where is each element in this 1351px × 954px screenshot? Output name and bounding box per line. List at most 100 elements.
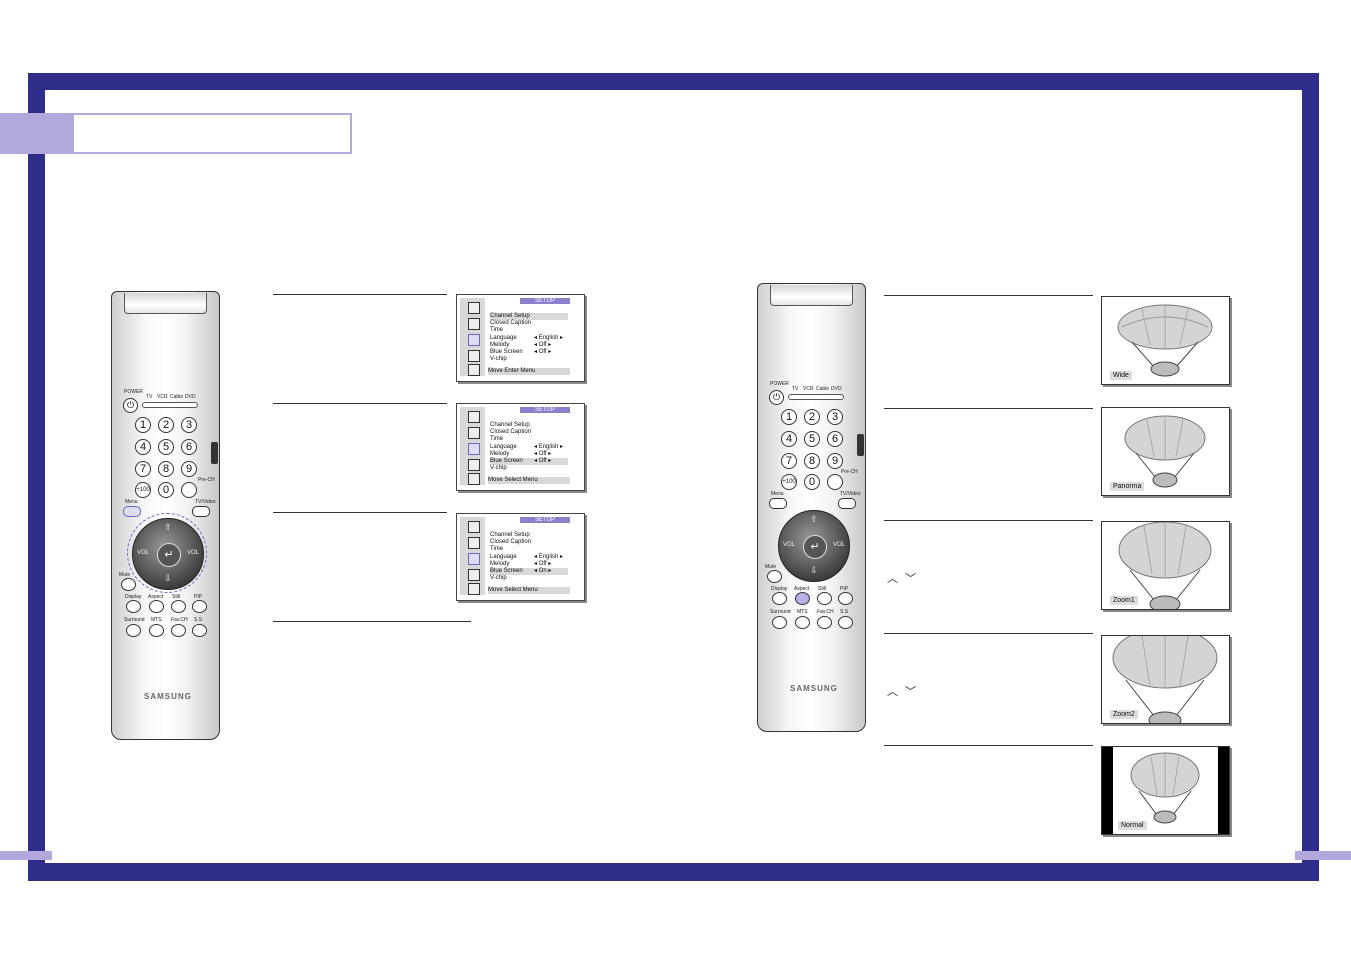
mts-button[interactable] xyxy=(795,616,810,629)
menu-item-vchip[interactable]: V-chip xyxy=(490,575,507,581)
digit-9-button[interactable]: 9 xyxy=(827,453,843,469)
digit-9-button[interactable]: 9 xyxy=(181,461,197,477)
digit-0-button[interactable]: 0 xyxy=(804,474,820,490)
aspect-preview-wide: Wide xyxy=(1101,296,1230,385)
menu-item-melody[interactable]: Melody◂ Off ▸ xyxy=(490,342,568,349)
display-button[interactable] xyxy=(772,592,787,605)
setup-icon xyxy=(468,553,480,565)
menu-item-closed-caption[interactable]: Closed Caption xyxy=(490,429,532,435)
menu-button[interactable] xyxy=(123,506,141,517)
digit-6-button[interactable]: 6 xyxy=(827,431,843,447)
menu-item-vchip[interactable]: V-chip xyxy=(490,356,507,362)
surround-button[interactable] xyxy=(772,616,787,629)
prech-label: Pre-CH xyxy=(198,477,215,483)
digit-2-button[interactable]: 2 xyxy=(158,417,174,433)
vol-down-button[interactable]: VOL xyxy=(783,542,796,548)
menu-item-melody[interactable]: Melody◂ Off ▸ xyxy=(490,451,568,458)
prech-button[interactable] xyxy=(827,474,843,490)
digit-1-button[interactable]: 1 xyxy=(135,417,151,433)
digit-1-button[interactable]: 1 xyxy=(781,409,797,425)
power-button[interactable]: ⏻ xyxy=(769,390,784,405)
menu-item-time[interactable]: Time xyxy=(490,546,504,552)
prech-button[interactable] xyxy=(181,482,197,498)
menu-item-closed-caption[interactable]: Closed Caption xyxy=(490,539,532,545)
menu-header: SETUP xyxy=(520,517,570,523)
power-button[interactable]: ⏻ xyxy=(123,398,138,413)
tvvideo-button[interactable] xyxy=(192,506,210,517)
digit-3-button[interactable]: 3 xyxy=(827,409,843,425)
menu-item-channel-setup[interactable]: Channel Setup xyxy=(490,422,530,428)
enter-button[interactable]: ↵ xyxy=(803,535,827,559)
side-switch[interactable] xyxy=(857,434,864,456)
menu-item-channel-setup[interactable]: Channel Setup xyxy=(490,313,568,320)
surround-button[interactable] xyxy=(126,624,141,637)
digit-4-button[interactable]: 4 xyxy=(781,431,797,447)
enter-button[interactable]: ↵ xyxy=(157,543,181,567)
down-arrow-icon[interactable]: ⇩ xyxy=(810,565,818,575)
vol-up-button[interactable]: VOL xyxy=(187,550,200,556)
source-switch[interactable] xyxy=(142,402,198,408)
vol-up-button[interactable]: VOL xyxy=(833,542,846,548)
menu-item-channel-setup[interactable]: Channel Setup xyxy=(490,532,530,538)
digit-4-button[interactable]: 4 xyxy=(135,439,151,455)
plus100-button[interactable]: +100 xyxy=(781,474,797,490)
menu-item-blue-screen[interactable]: Blue Screen◂ Off ▸ xyxy=(490,458,568,465)
digit-8-button[interactable]: 8 xyxy=(804,453,820,469)
step-divider xyxy=(273,294,447,295)
power-label: POWER xyxy=(124,389,143,395)
digit-7-button[interactable]: 7 xyxy=(781,453,797,469)
pip-button[interactable] xyxy=(192,600,207,613)
digit-5-button[interactable]: 5 xyxy=(804,431,820,447)
plus100-button[interactable]: +100 xyxy=(135,482,151,498)
menu-item-time[interactable]: Time xyxy=(490,436,504,442)
digit-6-button[interactable]: 6 xyxy=(181,439,197,455)
favch-button[interactable] xyxy=(817,616,832,629)
mute-button[interactable] xyxy=(767,570,782,583)
still-button[interactable] xyxy=(171,600,186,613)
up-arrow-icon[interactable]: ⇧ xyxy=(164,522,172,532)
menu-item-language[interactable]: Language◂ English ▸ xyxy=(490,335,568,342)
ss-button[interactable] xyxy=(838,616,853,629)
menu-item-closed-caption[interactable]: Closed Caption xyxy=(490,320,532,326)
aspect-label-panorama: Panorma xyxy=(1110,482,1145,491)
side-switch[interactable] xyxy=(211,442,218,464)
menu-item-time[interactable]: Time xyxy=(490,327,504,333)
prech-label: Pre-CH xyxy=(841,469,858,475)
menu-button[interactable] xyxy=(769,498,787,509)
digit-7-button[interactable]: 7 xyxy=(135,461,151,477)
favch-button[interactable] xyxy=(171,624,186,637)
remote-lid xyxy=(770,285,853,306)
ss-button[interactable] xyxy=(192,624,207,637)
still-button[interactable] xyxy=(817,592,832,605)
digit-3-button[interactable]: 3 xyxy=(181,417,197,433)
digit-2-button[interactable]: 2 xyxy=(804,409,820,425)
menu-item-melody[interactable]: Melody◂ Off ▸ xyxy=(490,561,568,568)
aspect-button[interactable] xyxy=(795,592,810,605)
mts-button[interactable] xyxy=(149,624,164,637)
digit-5-button[interactable]: 5 xyxy=(158,439,174,455)
setup-menu-screen-3: SETUP Channel Setup Closed Caption Time … xyxy=(456,513,585,601)
menu-item-language[interactable]: Language◂ English ▸ xyxy=(490,554,568,561)
mute-button[interactable] xyxy=(121,578,136,591)
navigation-pad[interactable]: ↵ ⇧ ⇩ VOL VOL xyxy=(773,505,853,585)
menu-footer: Move Enter Menu xyxy=(488,368,570,375)
menu-item-blue-screen[interactable]: Blue Screen◂ On ▸ xyxy=(490,568,568,575)
aspect-button[interactable] xyxy=(149,600,164,613)
vol-down-button[interactable]: VOL xyxy=(137,550,150,556)
menu-item-vchip[interactable]: V-chip xyxy=(490,465,507,471)
digit-0-button[interactable]: 0 xyxy=(158,482,174,498)
step-divider xyxy=(273,403,447,404)
mts-label: MTS xyxy=(797,609,808,615)
tvvideo-button[interactable] xyxy=(838,498,856,509)
up-arrow-icon[interactable]: ⇧ xyxy=(810,514,818,524)
digit-8-button[interactable]: 8 xyxy=(158,461,174,477)
source-label-dvd: DVD xyxy=(831,386,842,392)
menu-item-blue-screen[interactable]: Blue Screen◂ Off ▸ xyxy=(490,349,568,356)
pip-button[interactable] xyxy=(838,592,853,605)
source-switch[interactable] xyxy=(788,394,844,400)
navigation-pad[interactable]: ↵ ⇧ ⇩ VOL VOL xyxy=(127,513,207,593)
section-title-box xyxy=(72,113,352,154)
down-arrow-icon[interactable]: ⇩ xyxy=(164,573,172,583)
menu-item-language[interactable]: Language◂ English ▸ xyxy=(490,444,568,451)
display-button[interactable] xyxy=(126,600,141,613)
